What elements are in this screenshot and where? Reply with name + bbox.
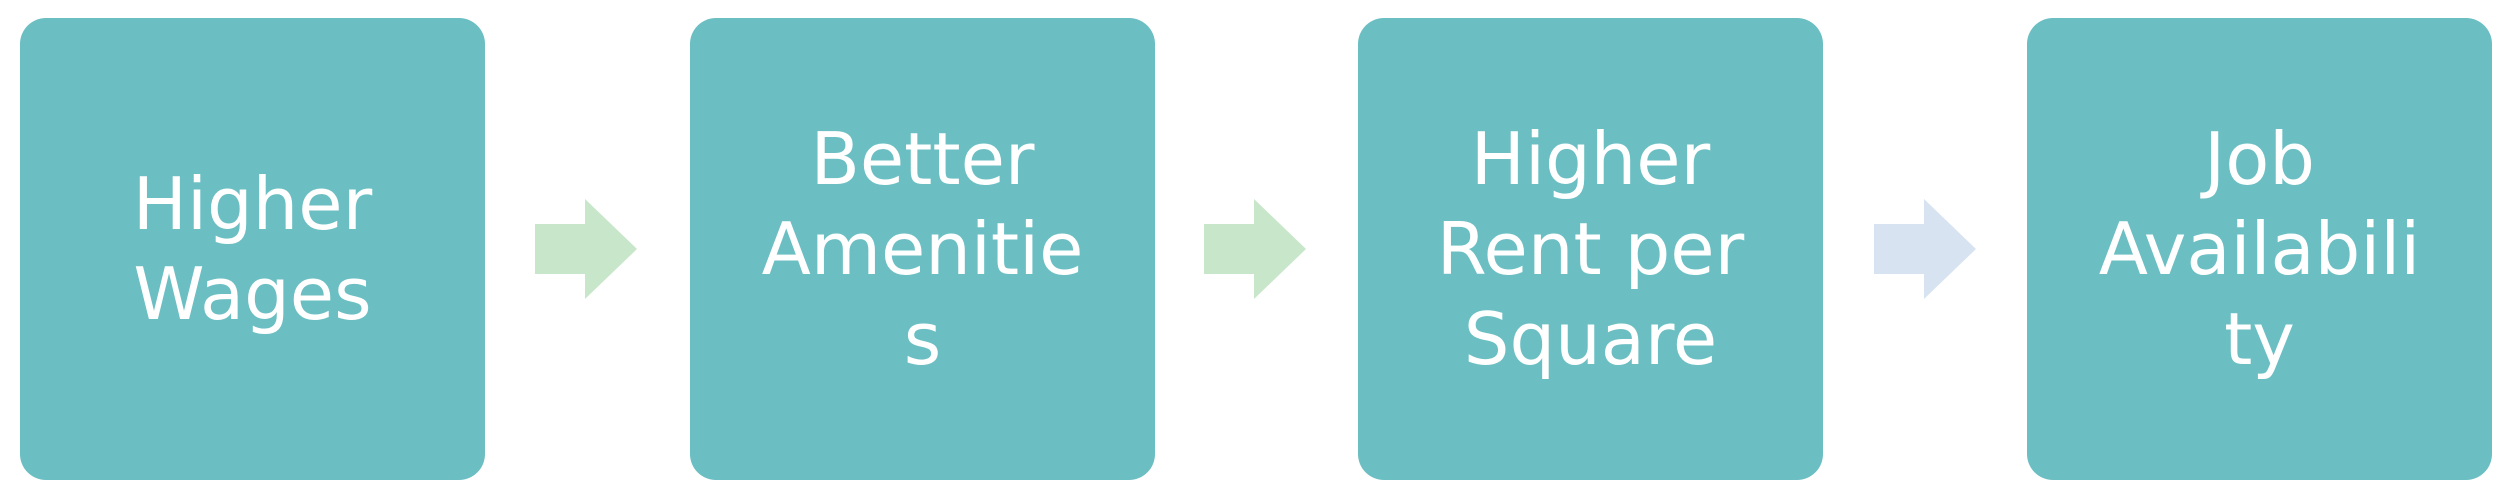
step-label: Higher Wages [132, 162, 373, 336]
step-box-higher-wages: Higher Wages [20, 18, 485, 480]
step-label: Job Availabili ty [2098, 117, 2421, 381]
step-box-better-amenities: Better Amenitie s [690, 18, 1155, 480]
step-box-higher-rent-per-square: Higher Rent per Square [1358, 18, 1823, 480]
step-box-job-availability: Job Availabili ty [2027, 18, 2492, 480]
right-arrow-icon [535, 199, 637, 299]
right-arrow-icon [1204, 199, 1306, 299]
right-arrow-icon [535, 199, 637, 299]
right-arrow-icon [1874, 199, 1976, 299]
step-label: Higher Rent per Square [1436, 117, 1745, 381]
right-arrow-icon [1874, 199, 1976, 299]
step-label: Better Amenitie s [761, 117, 1084, 381]
right-arrow-icon [1204, 199, 1306, 299]
